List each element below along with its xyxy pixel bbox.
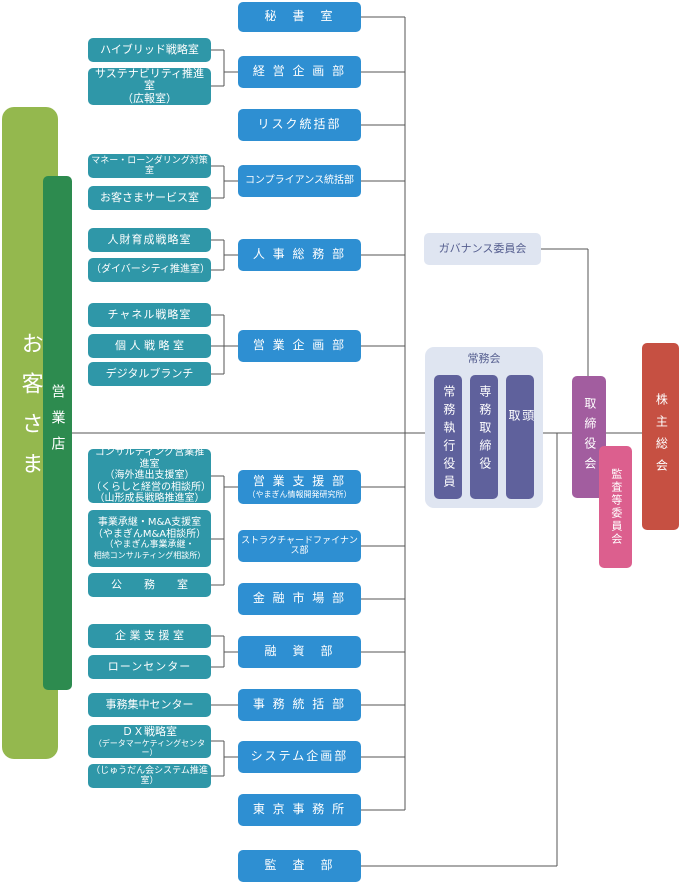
unit-jubundan: （じゅうだん会システム推進室） (88, 764, 211, 788)
senior-director-box: 専務取締役 (470, 375, 498, 499)
unit-succession: 事業承継・M&A支援室 （やまぎんM&A相談所） （やまぎん事業承継・ 相続コン… (88, 510, 211, 567)
customer-label: お客さま (17, 332, 43, 492)
dept-structured-finance-label: ストラクチャードファイナンス部 (241, 535, 358, 556)
unit-lifebiz-label: （くらしと経営の相談所） (91, 481, 211, 493)
dept-sales-support-label: 営 業 支 援 部 (252, 473, 347, 488)
audit-committee-label: 監査等委員会 (609, 468, 623, 546)
unit-digital-branch-label: デジタルブランチ (105, 366, 194, 380)
dept-corporate-planning: 経 営 企 画 部 (238, 56, 361, 88)
shareholders-meeting: 株主総会 (642, 343, 679, 530)
unit-aml: マネー・ローンダリング対策室 (88, 154, 211, 178)
dept-system-planning: システム企画部 (238, 741, 361, 773)
unit-jubundan-label: （じゅうだん会システム推進室） (91, 765, 208, 786)
unit-sustainability-label: サステナビリティ推進室 (94, 66, 205, 93)
dept-risk: リスク統括部 (238, 109, 361, 141)
unit-pr-label: （広報室） (122, 91, 177, 105)
unit-corporate-support-label: 企 業 支 援 室 (115, 628, 184, 642)
president-box: 頭取 (506, 375, 535, 499)
dept-sales-planning: 営 業 企 画 部 (238, 330, 361, 362)
executive-committee: 常務会 常務執行役員 専務取締役 頭取 (425, 347, 543, 508)
branch-label: 営業店 (49, 384, 66, 462)
unit-talent: 人財育成戦略室 (88, 228, 211, 252)
unit-channel-label: チャネル戦略室 (107, 307, 192, 321)
dept-structured-finance: ストラクチャードファイナンス部 (238, 530, 361, 562)
president-label: 頭取 (507, 409, 535, 475)
unit-overseas-label: （海外進出支援室） (104, 470, 195, 482)
dept-audit-label: 監 査 部 (264, 858, 335, 873)
governance-committee: ガバナンス委員会 (424, 233, 541, 265)
branch-box: 営業店 (43, 176, 72, 690)
executive-officer-label: 常務執行役員 (441, 385, 456, 493)
unit-hybrid: ハイブリッド戦略室 (88, 38, 211, 62)
unit-aml-label: マネー・ローンダリング対策室 (91, 155, 208, 176)
unit-ops-center-label: 事務集中センター (105, 697, 194, 711)
dept-corporate-planning-label: 経 営 企 画 部 (252, 64, 347, 79)
dept-compliance: コンプライアンス統括部 (238, 165, 361, 197)
unit-customer-service-label: お客さまサービス室 (100, 190, 199, 204)
unit-personal: 個 人 戦 略 室 (88, 334, 211, 358)
unit-inherit-label-2: 相続コンサルティング相談所） (93, 550, 206, 560)
unit-channel: チャネル戦略室 (88, 303, 211, 327)
unit-dx: ＤＸ戦略室 （データマーケティングセンター） (88, 725, 211, 758)
board-of-directors-label: 取締役会 (582, 397, 597, 477)
dept-operations: 事 務 統 括 部 (238, 689, 361, 721)
dept-audit: 監 査 部 (238, 850, 361, 882)
unit-sustainability: サステナビリティ推進室 （広報室） (88, 66, 211, 105)
unit-digital-branch: デジタルブランチ (88, 362, 211, 386)
unit-loan-center-label: ローンセンター (107, 659, 192, 673)
unit-personal-label: 個 人 戦 略 室 (115, 338, 184, 352)
dept-compliance-label: コンプライアンス統括部 (244, 175, 355, 187)
unit-ops-center: 事務集中センター (88, 693, 211, 717)
unit-loan-center: ローンセンター (88, 655, 211, 679)
unit-public-label: 公 務 室 (111, 577, 188, 591)
dept-sales-planning-label: 営 業 企 画 部 (252, 338, 347, 353)
unit-inherit-label-1: （やまぎん事業承継・ (104, 540, 195, 551)
unit-succession-label: 事業承継・M&A支援室 (97, 517, 202, 529)
shareholders-meeting-label: 株主総会 (654, 392, 669, 481)
unit-data-marketing-label: （データマーケティングセンター） (93, 738, 206, 757)
dept-lending: 融 資 部 (238, 636, 361, 668)
unit-consulting: コンサルティング営業推進室 （海外進出支援室） （くらしと経営の相談所） （山形… (88, 447, 211, 505)
dept-sales-support: 営 業 支 援 部 （やまぎん情報開発研究所） (238, 470, 361, 504)
senior-director-label: 専務取締役 (477, 385, 492, 475)
dept-tokyo-office-label: 東 京 事 務 所 (252, 802, 347, 817)
dept-financial-markets-label: 金 融 市 場 部 (252, 591, 347, 606)
unit-ma-label: （やまぎんM&A相談所） (92, 528, 207, 540)
unit-talent-label: 人財育成戦略室 (107, 232, 192, 246)
dept-hr: 人 事 総 務 部 (238, 239, 361, 271)
unit-consulting-label: コンサルティング営業推進室 (94, 447, 205, 470)
board-of-directors: 取締役会 (572, 376, 606, 498)
dept-secretary-label: 秘 書 室 (264, 9, 335, 24)
unit-diversity-label: （ダイバーシティ推進室） (91, 264, 210, 276)
executive-officer-box: 常務執行役員 (434, 375, 462, 499)
unit-hybrid-label: ハイブリッド戦略室 (100, 42, 199, 56)
dept-tokyo-office: 東 京 事 務 所 (238, 794, 361, 826)
dept-secretary: 秘 書 室 (238, 2, 361, 32)
audit-committee: 監査等委員会 (599, 446, 632, 568)
dept-financial-markets: 金 融 市 場 部 (238, 583, 361, 615)
governance-committee-label: ガバナンス委員会 (438, 241, 527, 255)
dept-risk-label: リスク統括部 (257, 117, 342, 132)
dept-research-label: （やまぎん情報開発研究所） (247, 490, 352, 500)
unit-public: 公 務 室 (88, 573, 211, 597)
dept-operations-label: 事 務 統 括 部 (252, 697, 347, 712)
unit-yamagata-label: （山形成長戦略推進室） (94, 493, 205, 505)
dept-hr-label: 人 事 総 務 部 (252, 247, 347, 262)
unit-customer-service: お客さまサービス室 (88, 186, 211, 210)
dept-lending-label: 融 資 部 (264, 644, 335, 659)
dept-system-planning-label: システム企画部 (250, 749, 349, 764)
unit-diversity: （ダイバーシティ推進室） (88, 258, 211, 282)
unit-dx-label: ＤＸ戦略室 (122, 724, 177, 738)
unit-corporate-support: 企 業 支 援 室 (88, 624, 211, 648)
executive-committee-title: 常務会 (467, 352, 501, 365)
